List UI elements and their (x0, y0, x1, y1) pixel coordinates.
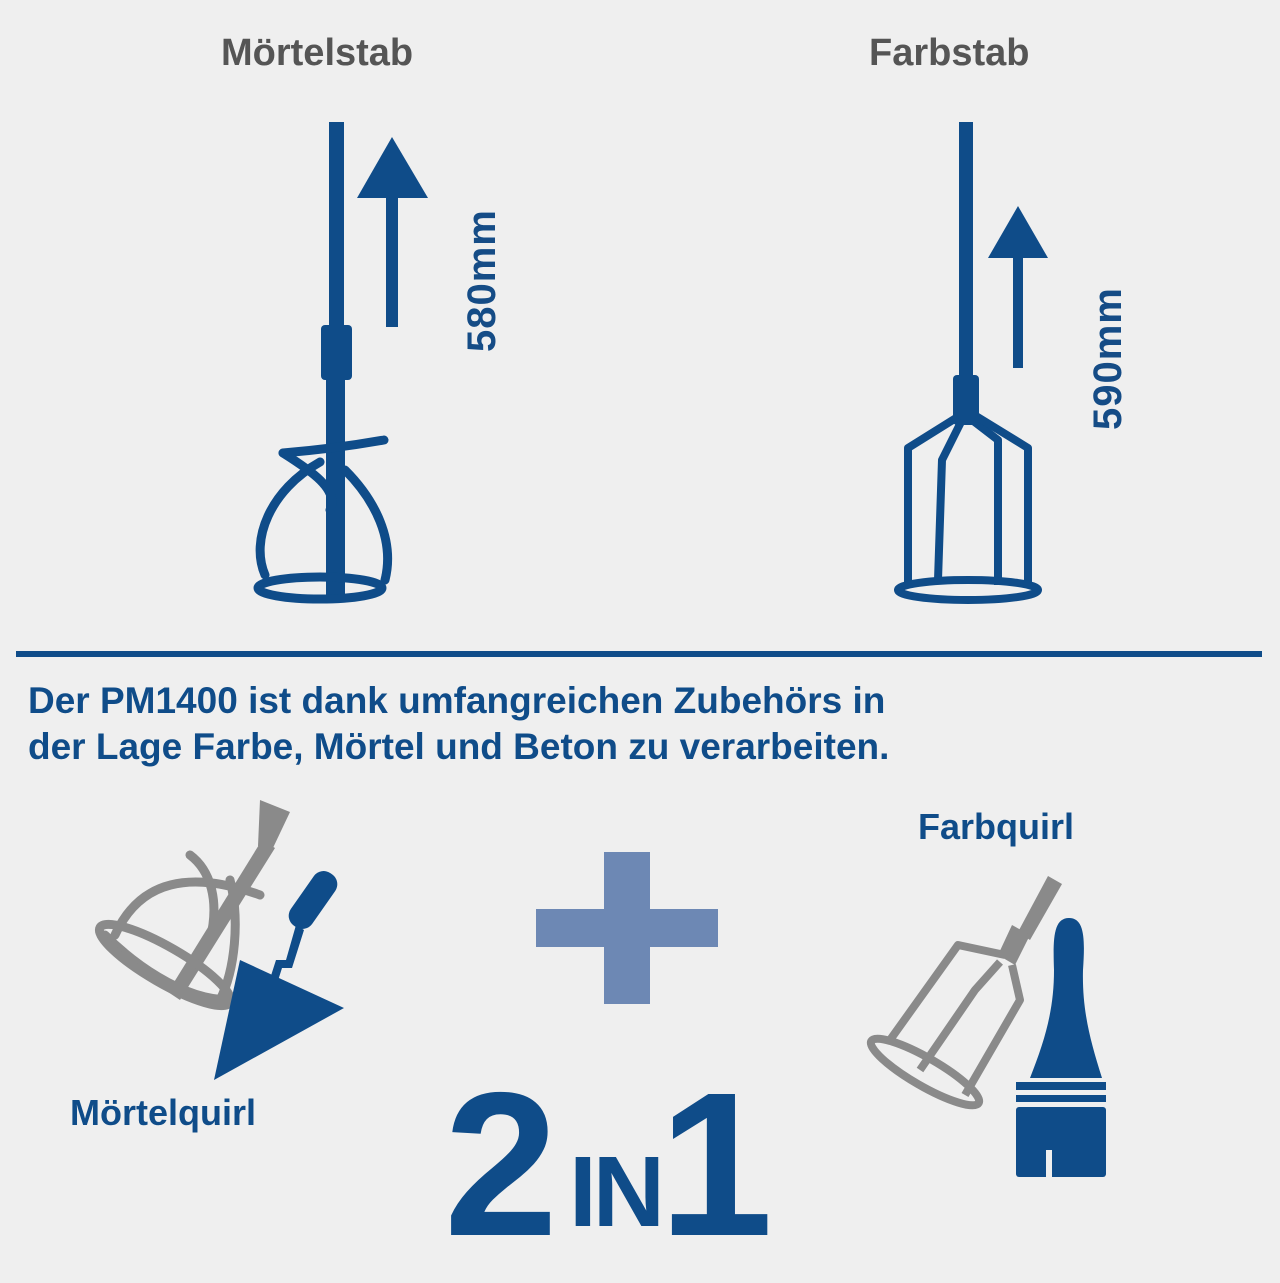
paint-mixer-brush-icon (866, 876, 1106, 1178)
description-line-2: der Lage Farbe, Mörtel und Beton zu vera… (28, 726, 890, 767)
plus-icon (536, 852, 718, 1004)
two-in-one-badge: 2 IN 1 (444, 1050, 784, 1279)
mortar-paddle-title: Mörtelstab (221, 32, 414, 74)
badge-in: IN (569, 1136, 665, 1248)
paint-mixer-label: Farbquirl (918, 806, 1075, 847)
mortar-mixer-trowel-icon (94, 800, 344, 1080)
badge-one: 1 (659, 1050, 774, 1279)
mortar-paddle-length: 580mm (460, 209, 504, 352)
mortar-mixer-paddle-icon (253, 122, 428, 604)
paint-mixer-paddle-icon (894, 122, 1048, 604)
description-line-1: Der PM1400 ist dank umfangreichen Zubehö… (28, 680, 886, 721)
badge-two: 2 (444, 1050, 558, 1279)
section-divider (16, 651, 1262, 657)
paint-paddle-length: 590mm (1086, 287, 1130, 430)
mortar-mixer-label: Mörtelquirl (70, 1092, 256, 1133)
product-description: Der PM1400 ist dank umfangreichen Zubehö… (28, 678, 889, 770)
paint-paddle-title: Farbstab (869, 32, 1030, 74)
